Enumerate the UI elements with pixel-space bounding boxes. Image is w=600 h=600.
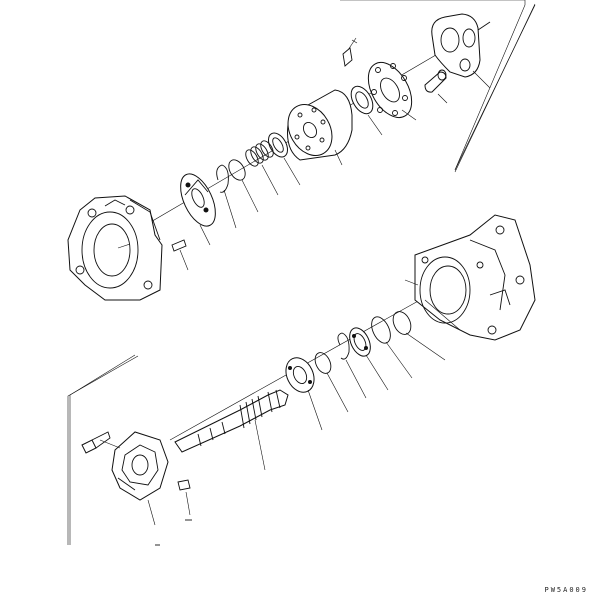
- snap-ring-upper: [228, 159, 259, 213]
- rear-housing: [431, 13, 491, 89]
- drawing-reference-code: PW5A009: [544, 586, 588, 594]
- frame-lines: [67, 3, 536, 545]
- spring-plunger: [424, 69, 448, 104]
- pin-top: [342, 37, 358, 67]
- cover-dowel: [177, 479, 191, 516]
- bearing-ring: [350, 85, 383, 136]
- front-housing: [67, 195, 163, 301]
- drive-shaft: [174, 389, 289, 471]
- port-plate: [367, 62, 417, 121]
- small-marks: [155, 519, 192, 546]
- swash-plate-cover: [111, 431, 169, 526]
- thrust-plate: [349, 327, 389, 391]
- dowel-pin-upper: [171, 239, 189, 271]
- valve-plate: [180, 173, 216, 246]
- snap-ring-mid: [371, 316, 413, 379]
- o-ring: [392, 311, 446, 361]
- shaft-bearing: [285, 357, 323, 431]
- retainer-ring-upper: [216, 164, 237, 229]
- cover-bolt: [81, 431, 121, 454]
- snap-ring-lower: [337, 332, 367, 399]
- spring-assembly: [245, 140, 279, 196]
- spacer-ring: [314, 352, 349, 413]
- cylinder-block: [287, 89, 353, 166]
- main-housing: [404, 214, 536, 341]
